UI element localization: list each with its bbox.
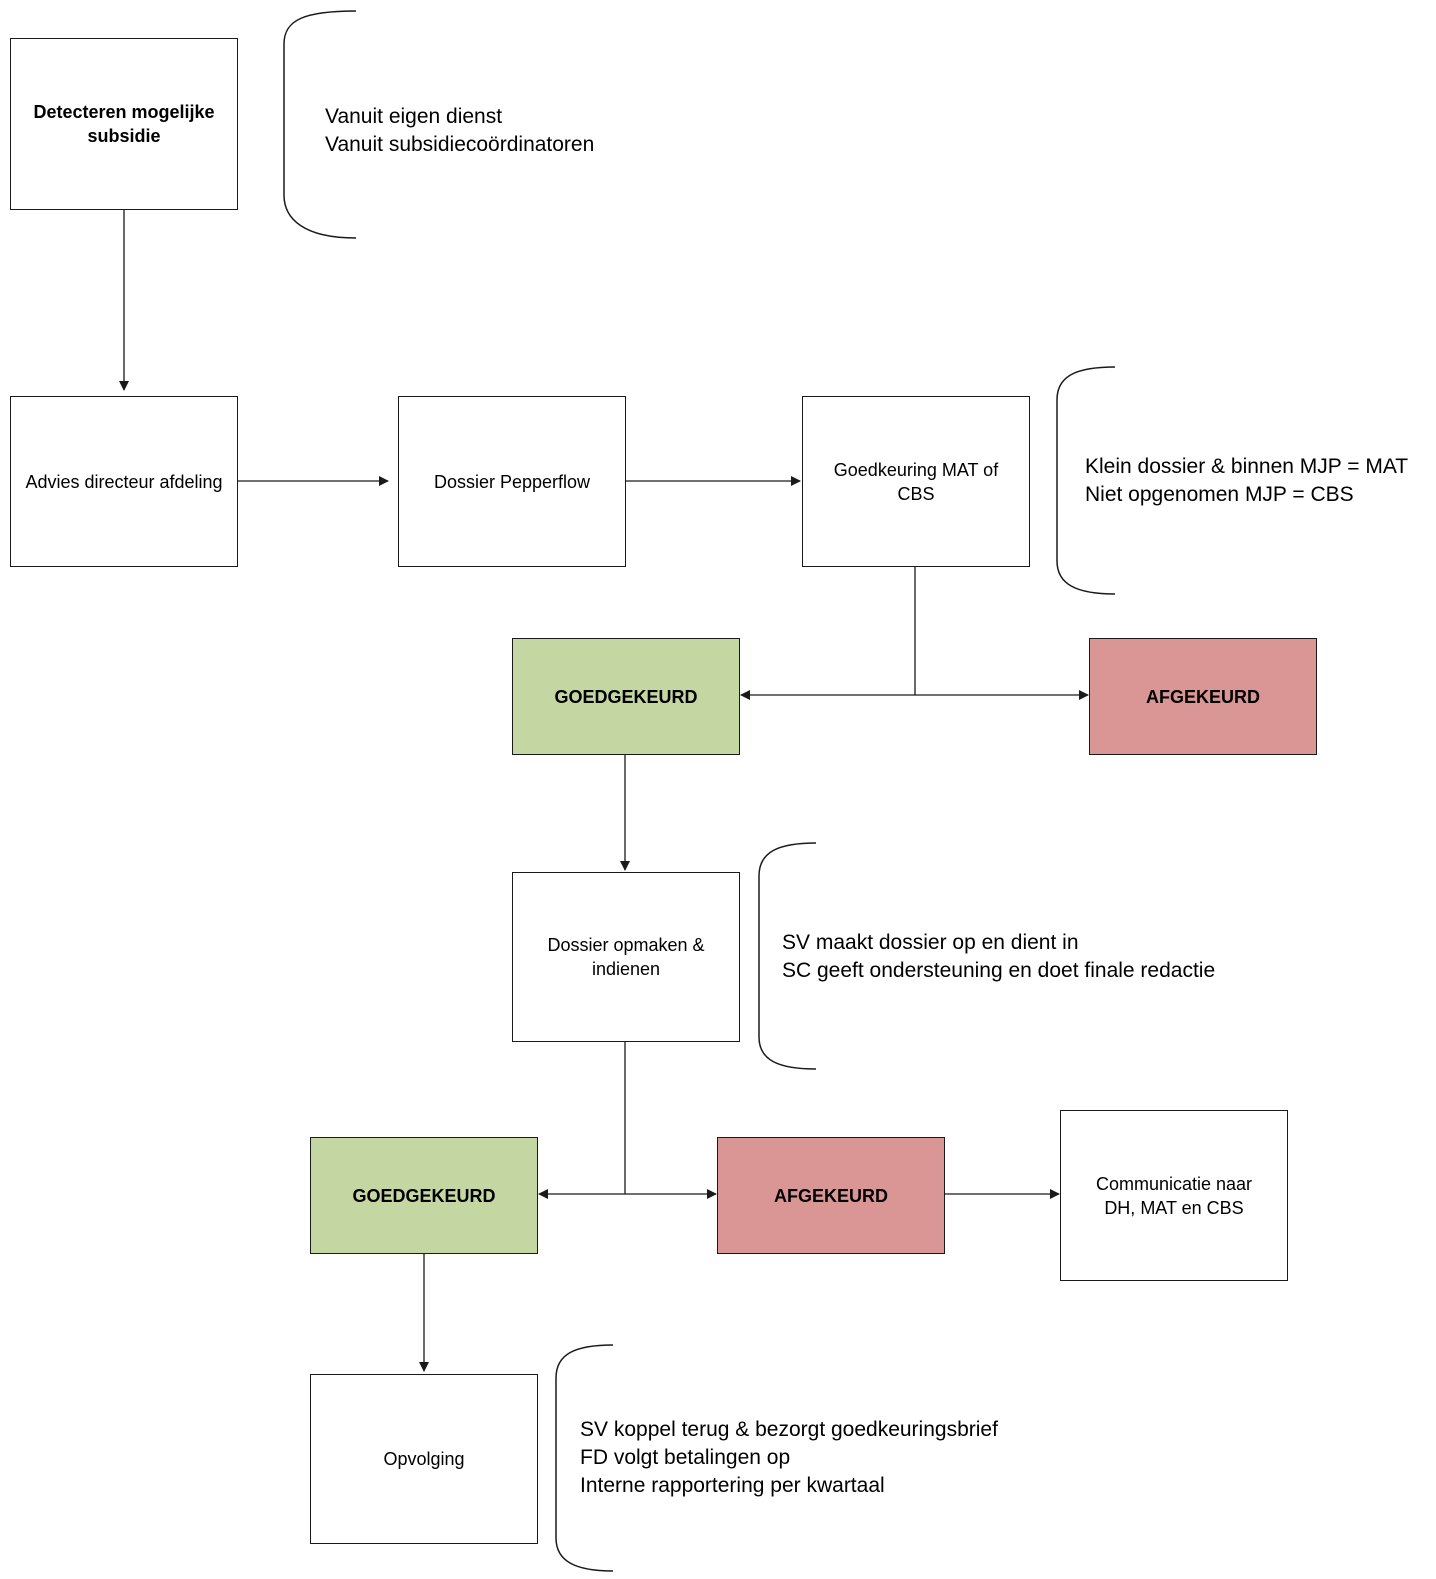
step-communication: Communicatie naar DH, MAT en CBS: [1060, 1110, 1288, 1281]
note-approval-line-1: Klein dossier & binnen MJP = MAT: [1085, 455, 1409, 478]
note-detect-line-2: Vanuit subsidiecoördinatoren: [325, 133, 595, 156]
note-followup: SV koppel terug & bezorgt goedkeuringsbr…: [580, 1416, 998, 1500]
brace-prepare: [758, 842, 817, 1070]
note-detect-line-1: Vanuit eigen dienst: [325, 105, 503, 128]
step-rejected-1: AFGEKEURD: [1089, 638, 1317, 755]
note-prepare: SV maakt dossier op en dient in SC geeft…: [782, 929, 1215, 985]
note-prepare-line-2: SC geeft ondersteuning en doet finale re…: [782, 959, 1216, 982]
step-approved-2: GOEDGEKEURD: [310, 1137, 538, 1254]
note-followup-line-3: Interne rapportering per kwartaal: [580, 1474, 885, 1497]
brace-detect: [283, 10, 357, 239]
note-prepare-line-1: SV maakt dossier op en dient in: [782, 931, 1079, 954]
brace-approval: [1056, 366, 1116, 595]
brace-followup: [555, 1344, 614, 1572]
step-approval: Goedkeuring MAT of CBS: [802, 396, 1030, 567]
step-rejected-2: AFGEKEURD: [717, 1137, 945, 1254]
note-approval-line-2: Niet opgenomen MJP = CBS: [1085, 483, 1354, 506]
step-pepperflow: Dossier Pepperflow: [398, 396, 626, 567]
note-followup-line-1: SV koppel terug & bezorgt goedkeuringsbr…: [580, 1418, 998, 1441]
step-prepare: Dossier opmaken & indienen: [512, 872, 740, 1042]
step-advice: Advies directeur afdeling: [10, 396, 238, 567]
note-approval: Klein dossier & binnen MJP = MAT Niet op…: [1085, 453, 1408, 509]
step-approved-1: GOEDGEKEURD: [512, 638, 740, 755]
note-detect: Vanuit eigen dienst Vanuit subsidiecoörd…: [325, 103, 594, 159]
step-detect: Detecteren mogelijke subsidie: [10, 38, 238, 210]
note-followup-line-2: FD volgt betalingen op: [580, 1446, 791, 1469]
step-followup: Opvolging: [310, 1374, 538, 1544]
